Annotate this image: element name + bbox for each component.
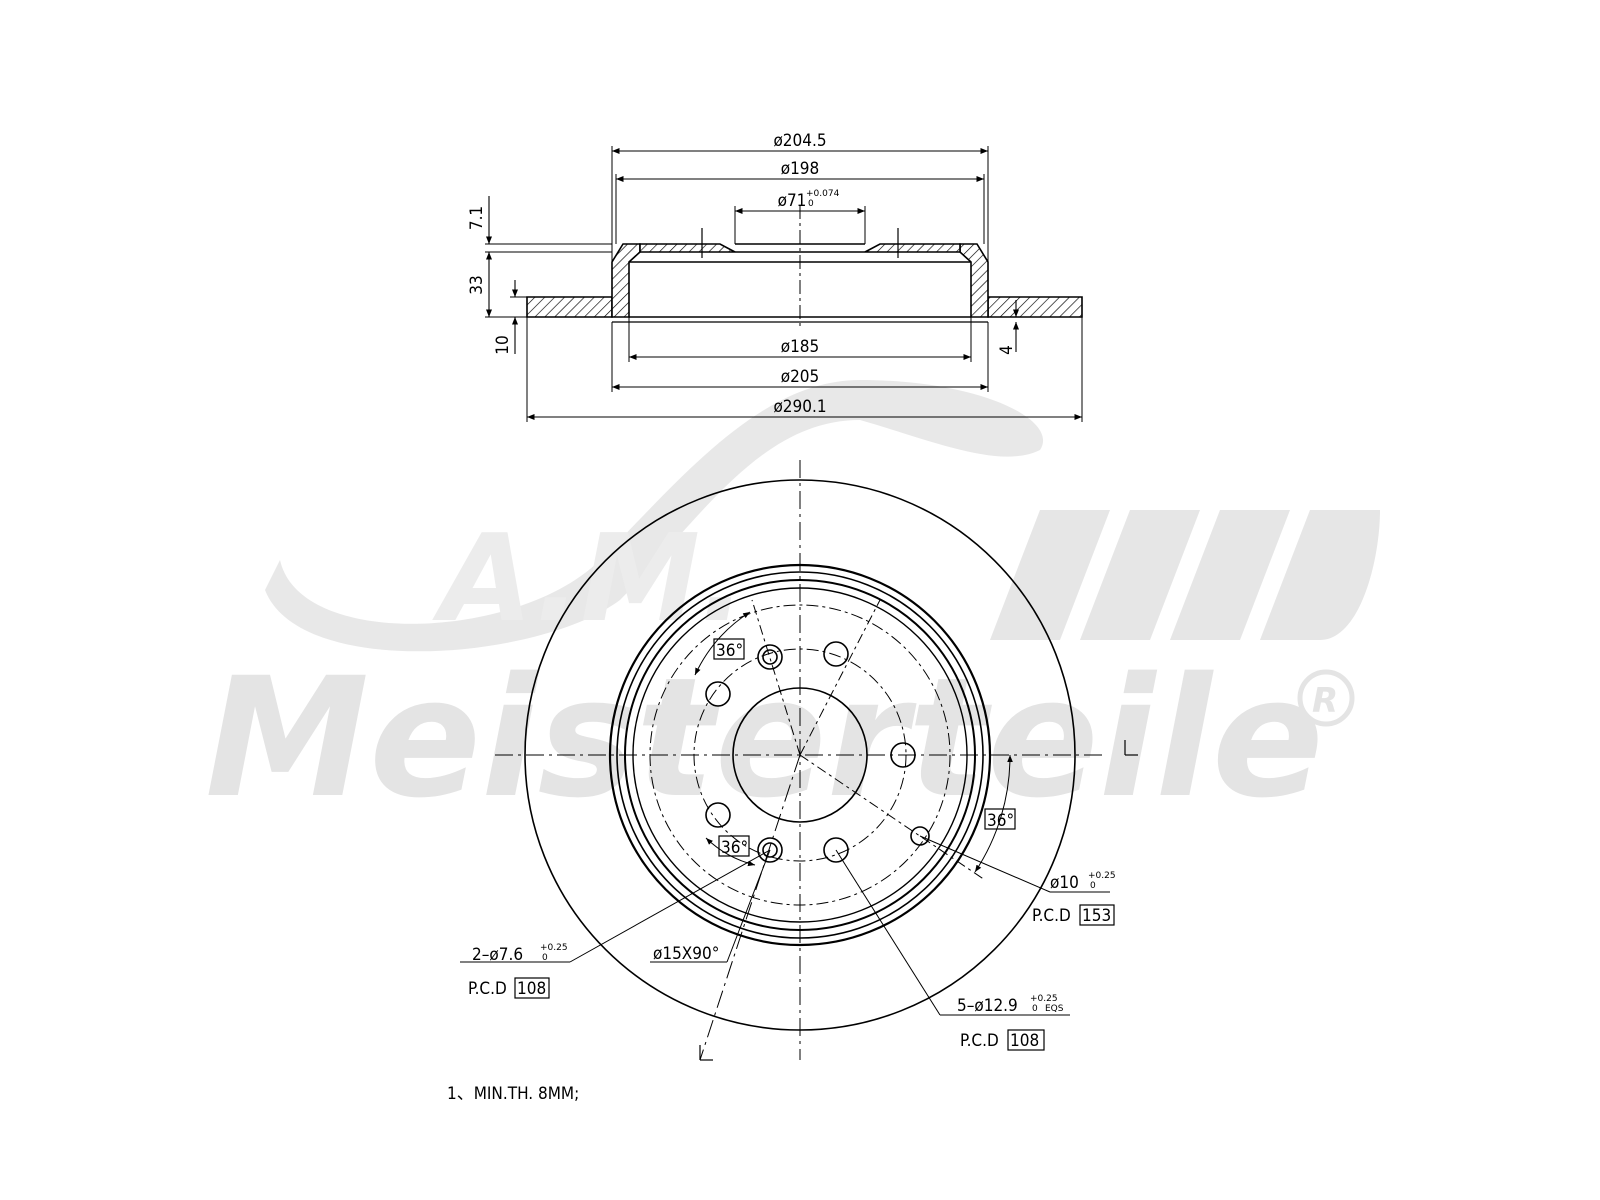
dim-hat-base-dia: ø205 [781, 367, 820, 387]
bolt-hole [705, 802, 731, 828]
dim-bore-tol-lower: 0 [808, 199, 814, 209]
small-holes-pcd: 108 [517, 979, 546, 999]
bolt-holes [705, 641, 916, 863]
angle-label-right: 36° [987, 811, 1014, 831]
section-hat-top-right [864, 243, 961, 253]
section-hat-top-left [639, 243, 736, 253]
vent-hole [910, 826, 930, 846]
bolt-hole [823, 641, 849, 667]
bolt-holes-suffix: EQS [1045, 1004, 1064, 1014]
bolt-holes-label: 5–ø12.9 [957, 996, 1018, 1016]
watermark-swoosh [265, 380, 1044, 652]
bolt-holes-pcd-prefix: P.C.D [960, 1031, 999, 1051]
front-view [460, 460, 1138, 1061]
dim-outer-dia: ø290.1 [773, 397, 826, 417]
small-holes-pcd-prefix: P.C.D [468, 979, 507, 999]
bolt-hole [823, 837, 849, 863]
cross-section: ø204.5 ø198 ø71 +0.074 0 ø185 ø205 ø290.… [467, 131, 1083, 422]
small-holes-label: 2–ø7.6 [472, 945, 523, 965]
small-holes-tol-upper: +0.25 [540, 943, 568, 953]
vent-holes-pcd-prefix: P.C.D [1032, 906, 1071, 926]
dim-hat-outer-dia: ø204.5 [773, 131, 826, 151]
vent-holes-pcd: 153 [1082, 906, 1111, 926]
watermark-brand: Meisterteile [205, 642, 1324, 834]
dim-step-height: 4 [997, 345, 1017, 355]
watermark: Meisterteile A.M. R [205, 380, 1380, 834]
small-holes [757, 644, 783, 863]
dim-hat-inner-dia: ø185 [781, 337, 820, 357]
bolt-holes-tol-lower: 0 [1032, 1004, 1038, 1014]
section-hat-left [611, 243, 641, 318]
angle-label-top: 36° [716, 641, 743, 661]
vent-holes-tol-lower: 0 [1090, 881, 1096, 891]
bolt-hole [890, 742, 916, 768]
angle-label-bottom: 36° [721, 838, 748, 858]
bolt-hole [705, 681, 731, 707]
bolt-holes-tol-upper: +0.25 [1030, 994, 1058, 1004]
dim-bore-tol-upper: +0.074 [806, 189, 840, 199]
dim-hat-dia: ø198 [781, 159, 820, 179]
dim-hat-thickness: 7.1 [467, 206, 487, 230]
section-flange-left [526, 296, 613, 318]
note-min-thickness: 1、MIN.TH. 8MM; [447, 1084, 579, 1104]
vent-holes-label: ø10 [1050, 873, 1079, 893]
registered-mark-letter: R [1312, 681, 1338, 721]
dim-bore-dia: ø71 [778, 191, 807, 211]
watermark-bars-icon [990, 510, 1380, 640]
vent-holes-tol-upper: +0.25 [1088, 871, 1116, 881]
bolt-holes-pcd: 108 [1010, 1031, 1039, 1051]
small-holes-tol-lower: 0 [542, 953, 548, 963]
dim-disc-thickness: 10 [493, 335, 513, 354]
section-hat-right [959, 243, 989, 318]
chamfer-label: ø15X90° [653, 944, 719, 964]
section-flange-right [987, 296, 1083, 318]
dim-height-total: 33 [467, 275, 487, 294]
registered-mark-icon [1297, 669, 1355, 727]
